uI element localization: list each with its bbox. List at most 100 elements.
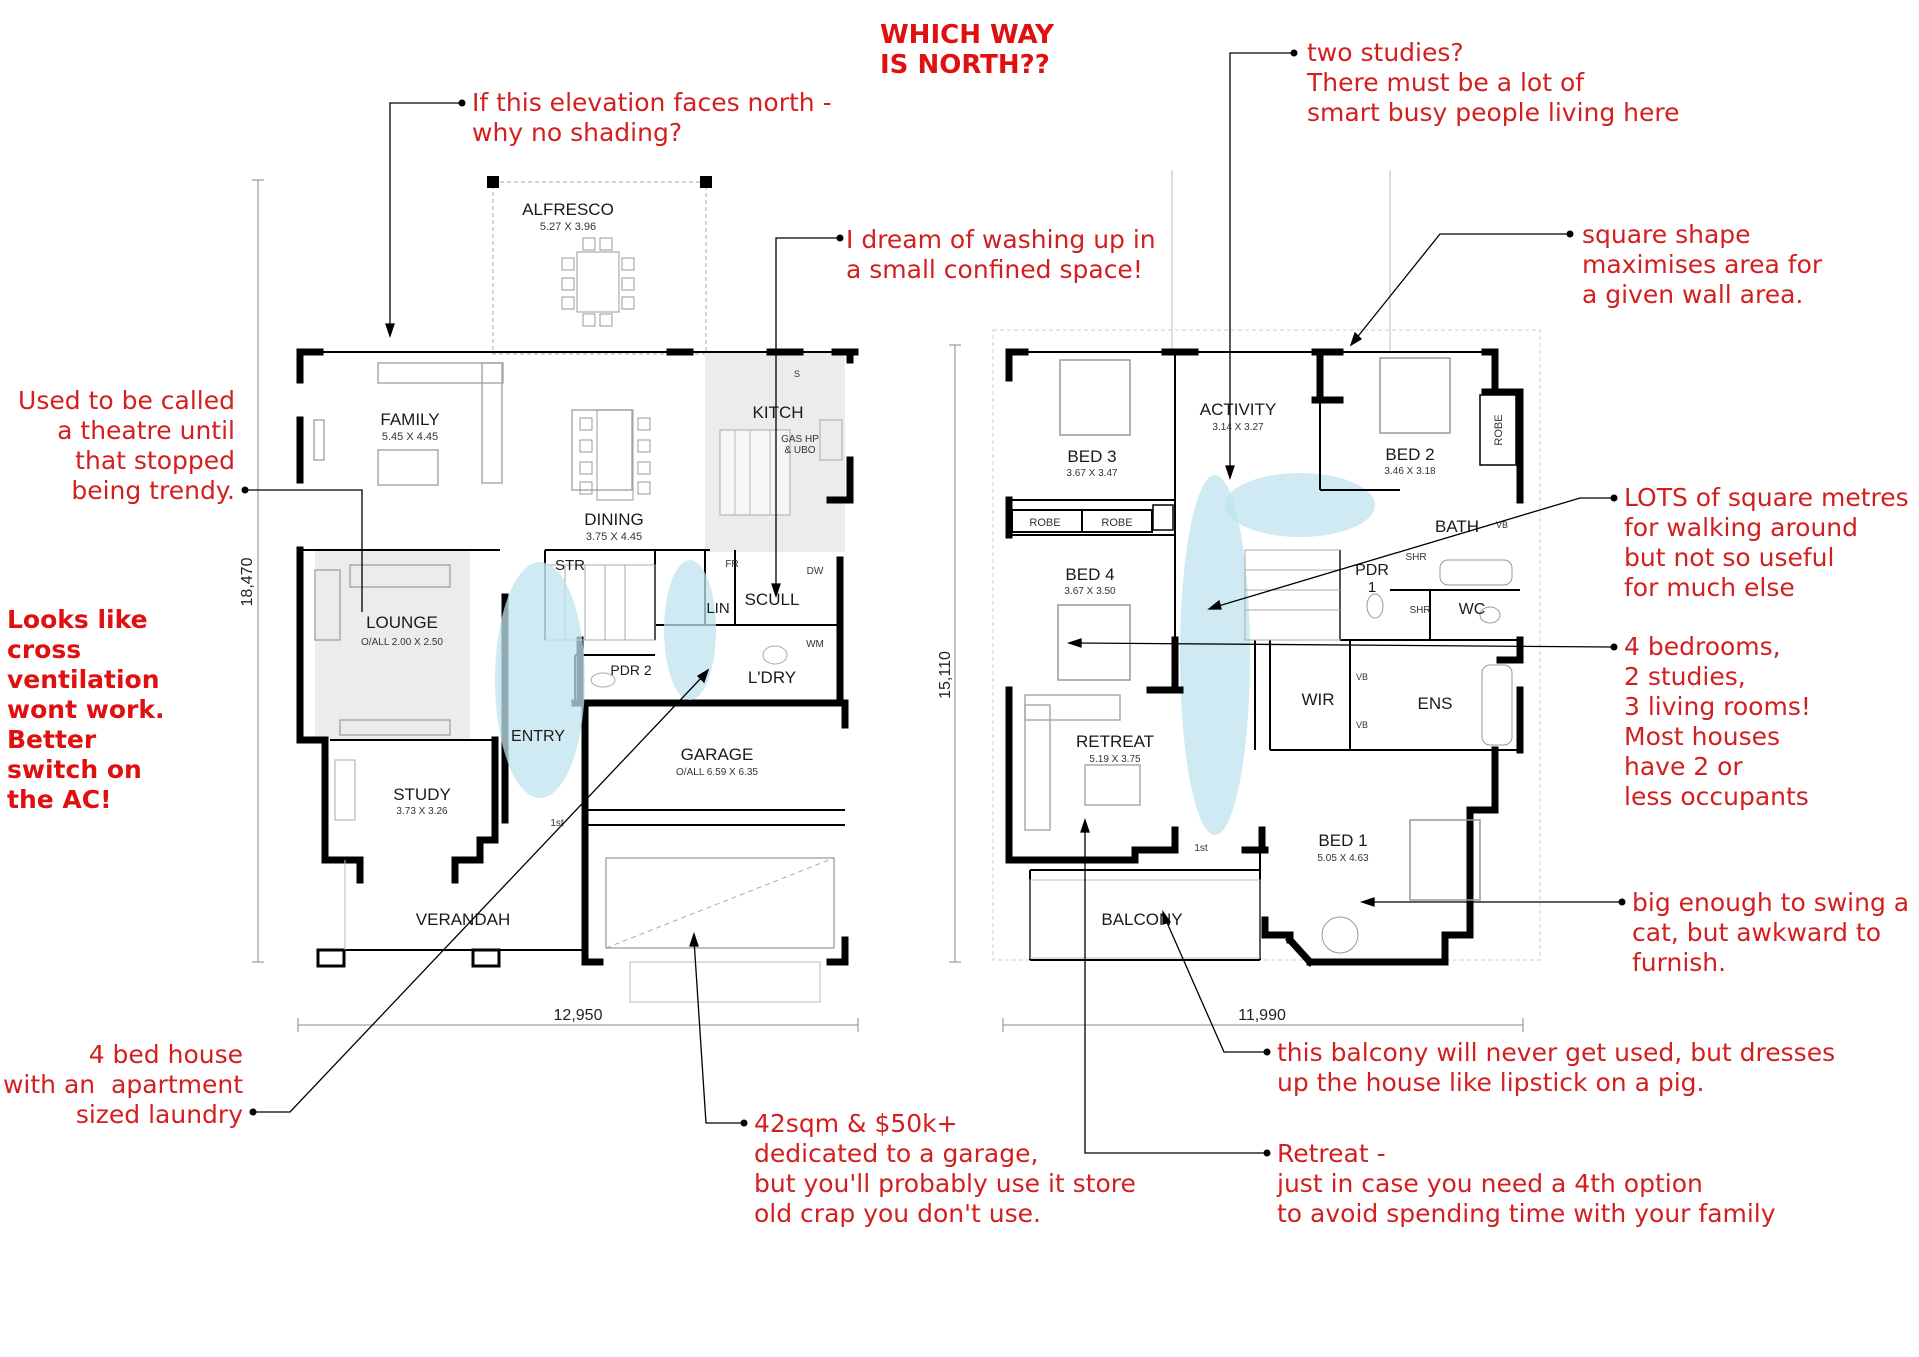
annotation-theatre: Used to be called a theatre until that s… — [18, 386, 235, 505]
trough — [762, 645, 788, 665]
annotation-studies: two studies? There must be a lot of smar… — [1307, 38, 1680, 127]
room-dim-bed4: 3.67 X 3.50 — [1064, 586, 1116, 597]
annotation-dots — [241, 49, 1626, 1157]
annotation-square-metres: LOTS of square metres for walking around… — [1624, 483, 1909, 602]
shower-label: SHR — [1405, 552, 1426, 563]
room-label-entry: ENTRY — [511, 728, 565, 745]
annotation-square-shape: square shape maximises area for a given … — [1582, 220, 1823, 309]
balcony-floor — [1029, 879, 1261, 959]
stair-first-mark: 1st — [550, 818, 564, 829]
kitchen-island — [719, 429, 791, 516]
room-label-bed3: BED 3 — [1067, 447, 1116, 466]
appliance-dw: DW — [807, 566, 824, 577]
room-label-str: STR — [555, 557, 585, 574]
north-question-heading: WHICH WAY IS NORTH?? — [880, 20, 1054, 80]
corridor-highlight — [1180, 475, 1250, 835]
room-label-pdr2: PDR 2 — [610, 662, 651, 678]
circulation-highlight — [495, 562, 585, 798]
leader-laundry — [255, 674, 705, 1113]
beds — [1057, 357, 1481, 901]
garage-diagonal — [605, 857, 835, 949]
room-dim-bed1: 5.05 X 4.63 — [1317, 853, 1369, 864]
room-dim-dining: 3.75 X 4.45 — [586, 531, 642, 543]
room-dim-family: 5.45 X 4.45 — [382, 431, 438, 443]
vanity-label: VB — [1356, 720, 1368, 730]
verandah-post — [316, 948, 346, 968]
post — [700, 176, 712, 188]
annotation-balcony: this balcony will never get used, but dr… — [1277, 1038, 1836, 1097]
lounge-floor — [315, 550, 470, 740]
room-label-activity: ACTIVITY — [1200, 400, 1277, 419]
room-label-pdr: PDR — [1355, 562, 1389, 579]
upper-room-labels: BED 3 3.67 X 3.47 ACTIVITY 3.14 X 3.27 B… — [937, 400, 1508, 1024]
leader-north-shading — [389, 102, 460, 330]
room-label-dining: DINING — [584, 510, 644, 529]
ground-room-labels: ALFRESCO 5.27 X 3.96 FAMILY 5.45 X 4.45 … — [239, 200, 824, 1024]
room-label-alfresco: ALFRESCO — [522, 200, 614, 219]
upper-stairs — [1244, 549, 1341, 641]
roof-outline — [992, 329, 1541, 961]
room-label-kitch: KITCH — [753, 403, 804, 422]
annotation-bed1: big enough to swing a cat, but awkward t… — [1632, 888, 1910, 977]
annotation-garage: 42sqm & $50k+ dedicated to a garage, but… — [754, 1109, 1136, 1228]
room-label-lin: LIN — [706, 600, 729, 617]
toilet — [590, 672, 616, 688]
room-label-bed4: BED 4 — [1065, 565, 1114, 584]
leader-garage — [693, 939, 742, 1124]
room-dim-garage: O/ALL 6.59 X 6.35 — [676, 767, 758, 778]
room-label-balcony: BALCONY — [1101, 910, 1182, 929]
leader-square — [1354, 233, 1568, 341]
ground-dimensions — [252, 179, 859, 1032]
room-dim-bed3: 3.67 X 3.47 — [1066, 468, 1118, 479]
robe-label: ROBE — [1101, 517, 1132, 529]
alfresco-table — [561, 237, 635, 327]
room-label-scull: SCULL — [745, 590, 800, 609]
annotation-leaders — [245, 52, 1620, 1154]
ground-floor-plan: ALFRESCO 5.27 X 3.96 FAMILY 5.45 X 4.45 … — [239, 176, 859, 1032]
ground-width-dimension: 12,950 — [554, 1007, 603, 1024]
room-label-bed2: BED 2 — [1385, 445, 1434, 464]
lounge-sofa — [314, 564, 451, 736]
room-label-ldry: L'DRY — [748, 668, 796, 687]
robe-label: ROBE — [1493, 414, 1505, 445]
annotation-north-shading: If this elevation faces north - why no s… — [472, 88, 832, 147]
room-dim-retreat: 5.19 X 3.75 — [1089, 754, 1141, 765]
study-desk — [334, 759, 356, 821]
stair-first-mark: 1st — [1194, 843, 1208, 854]
family-sofa — [313, 362, 633, 491]
linen-cupboard — [1152, 504, 1174, 531]
vanity-label: VB — [1356, 672, 1368, 682]
robe-label: ROBE — [1029, 517, 1060, 529]
leader-square-metres — [1214, 497, 1612, 608]
room-dim-lounge: O/ALL 2.00 X 2.50 — [361, 637, 443, 648]
room-dim-activity: 3.14 X 3.27 — [1212, 422, 1264, 433]
room-label-pdr-number: 1 — [1368, 579, 1376, 596]
vanity-label: VB — [1496, 520, 1508, 530]
appliance-fr: FR — [725, 559, 738, 570]
dining-table — [579, 409, 651, 501]
landing-highlight — [1225, 473, 1375, 537]
appliance-s: S — [794, 369, 800, 379]
annotation-bedrooms: 4 bedrooms, 2 studies, 3 living rooms! M… — [1624, 632, 1811, 811]
room-label-wir: WIR — [1301, 690, 1334, 709]
leader-studies — [1229, 52, 1292, 472]
room-dim-bed2: 3.46 X 3.18 — [1384, 466, 1436, 477]
leader-retreat — [1084, 826, 1265, 1154]
cooktop — [819, 419, 843, 461]
room-label-lounge: LOUNGE — [366, 613, 438, 632]
room-label-wc: WC — [1459, 601, 1486, 618]
annotation-retreat: Retreat - just in case you need a 4th op… — [1277, 1139, 1776, 1228]
bath-fixtures — [1321, 559, 1513, 954]
robe-bed2 — [1479, 394, 1517, 466]
room-label-study: STUDY — [393, 785, 451, 804]
leader-theatre — [245, 489, 363, 612]
room-label-bed1: BED 1 — [1318, 831, 1367, 850]
room-dim-study: 3.73 X 3.26 — [396, 806, 448, 817]
upper-walls — [1005, 348, 1524, 967]
room-dim-alfresco: 5.27 X 3.96 — [540, 221, 596, 233]
kitchen-note-ubo: & UBO — [784, 445, 815, 456]
alfresco-outline — [492, 181, 707, 355]
leader-bedrooms — [1074, 642, 1613, 648]
upper-width-dimension: 11,990 — [1238, 1007, 1286, 1024]
